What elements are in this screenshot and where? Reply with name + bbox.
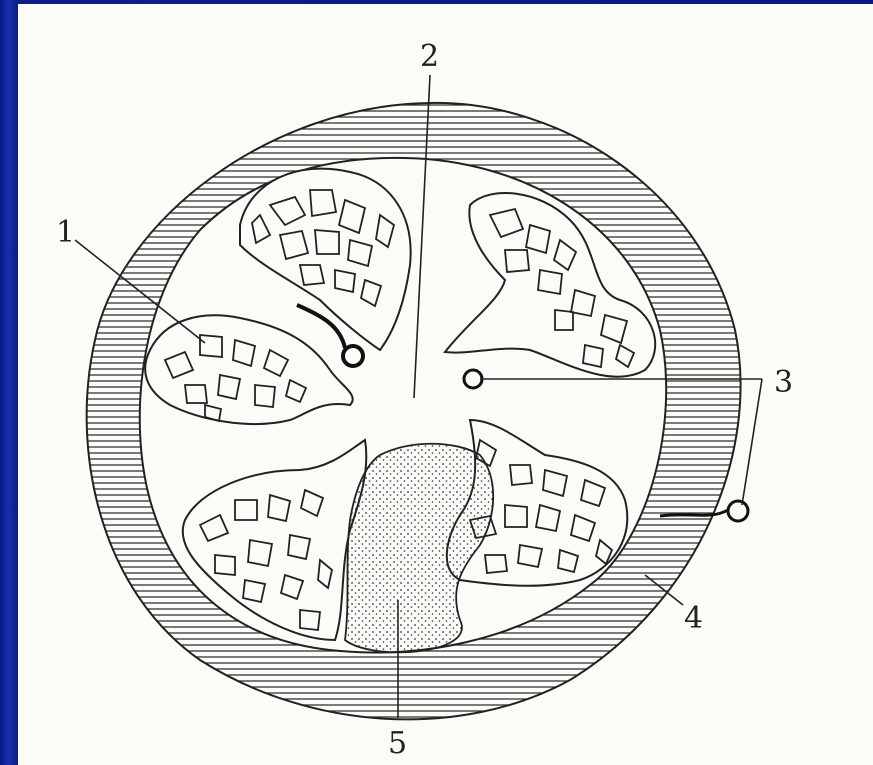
label-4: 4: [684, 601, 703, 636]
vessel-outer: [728, 501, 748, 521]
label-1: 1: [56, 215, 75, 250]
label-3: 3: [774, 365, 793, 400]
label-2: 2: [420, 39, 439, 74]
label-5: 5: [388, 726, 407, 761]
vessel-center: [464, 370, 482, 388]
vessel-left: [343, 346, 363, 366]
